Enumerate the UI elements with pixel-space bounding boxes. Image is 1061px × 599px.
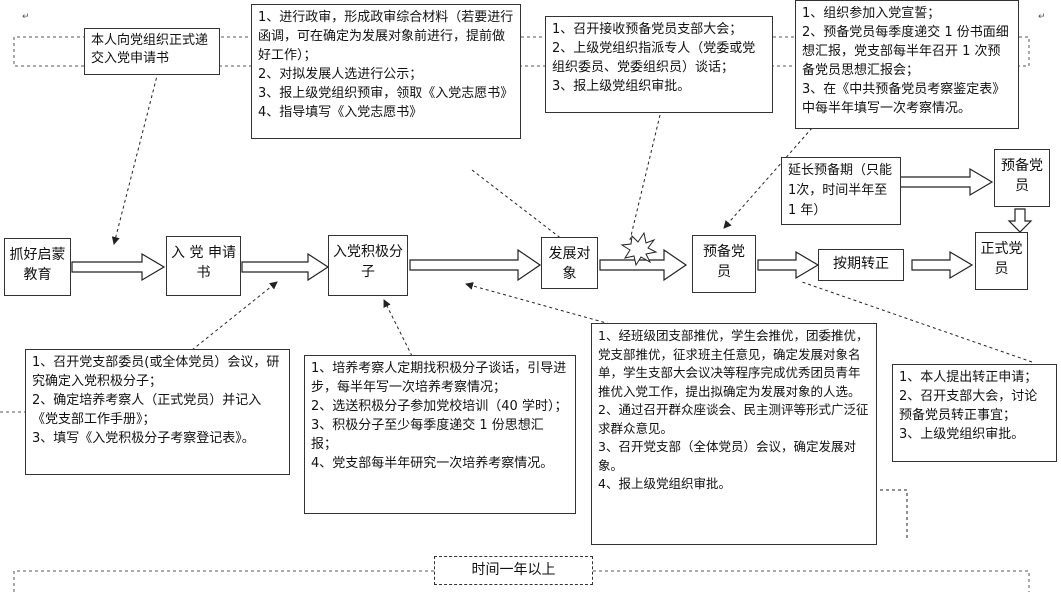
note-line: 4、党支部每半年研究一次培养考察情况。 — [311, 456, 554, 471]
node-enlightenment: 抓好启蒙教育 — [4, 238, 71, 296]
note-bottom-center: 1、经班级团支部推优，学生会推优，团委推优，党支部推优，征求班主任意见，确定发展… — [591, 323, 877, 545]
paragraph-mark: ↵ — [22, 12, 30, 22]
note-line: 1、进行政审，形成政审综合材料（若要进行函调，可在确定为发展对象前进行，提前做好… — [258, 10, 514, 63]
note-line: 3、报上级党组织预审，领取《入党志愿书》 — [258, 86, 514, 101]
node-probationary-member-2: 预备党员 — [994, 149, 1050, 207]
note-line: 1、培养考察人定期找积极分子谈话，引导进步，每半年写一次培养考察情况； — [311, 361, 567, 395]
note-bottom-mid: 1、培养考察人定期找积极分子谈话，引导进步，每半年写一次培养考察情况； 2、选送… — [304, 355, 576, 514]
note-line: 2、预备党员每季度递交 1 份书面细想汇报，党支部每半年召开 1 次预备党员思想… — [802, 25, 1009, 78]
note-line: 2、上级党组织指派专人（党委或党组织委员、党委组织员）谈话； — [552, 41, 756, 75]
note-line: 3、积极分子至少每季度递交 1 份思想汇报； — [311, 418, 544, 452]
node-on-time-regularization: 按期转正 — [818, 249, 904, 281]
note-line: 2、选送积极分子参加党校培训（40 学时）； — [311, 399, 568, 414]
note-line: 1、召开接收预备党员支部大会； — [552, 22, 743, 37]
node-extend-probation: 延长预备期（只能 1次，时间半年至 1 年） — [781, 157, 901, 225]
flow-arrow-4 — [599, 248, 688, 282]
note-line: 2、召开支部大会，讨论预备党员转正事宜； — [899, 389, 1038, 423]
note-line: 2、对拟发展人选进行公示； — [258, 67, 423, 82]
note-top-right: 1、组织参加入党宣誓； 2、预备党员每季度递交 1 份书面细想汇报，党支部每半年… — [795, 0, 1019, 129]
note-top-center: 1、召开接收预备党员支部大会； 2、上级党组织指派专人（党委或党组织委员、党委组… — [545, 16, 773, 113]
flow-arrow-6 — [911, 250, 974, 280]
flow-arrow-3 — [409, 248, 542, 282]
note-line: 3、在《中共预备党员考察鉴定表》中每半年填写一次考察情况。 — [802, 82, 1006, 116]
flow-arrow-1 — [71, 252, 166, 282]
node-probationary-member: 预备党员 — [692, 235, 756, 293]
connector-bottom-center — [465, 282, 611, 325]
note-line: 4、指导填写《入党志愿书》 — [258, 105, 423, 120]
flow-arrow-2 — [241, 252, 330, 282]
flow-arrow-down — [1007, 208, 1033, 233]
flow-arrow-7 — [899, 167, 994, 197]
node-development-target: 发展对象 — [541, 237, 598, 289]
paragraph-mark: ↵ — [1038, 12, 1046, 22]
note-bottom-left: 1、召开党支部委员(或全体党员）会议，研究确定入党积极分子； 2、确定培养考察人… — [25, 349, 290, 475]
node-activist: 入党积极分子 — [328, 235, 408, 296]
note-line: 1、召开党支部委员(或全体党员）会议，研究确定入党积极分子； — [32, 355, 280, 389]
note-line: 3、填写《入党积极分子考察登记表》。 — [32, 431, 255, 446]
connector-top-right — [723, 127, 813, 229]
node-full-member: 正式党员 — [975, 232, 1028, 290]
note-line: 1、本人提出转正申请； — [899, 370, 1038, 385]
note-line: 2、确定培养考察人（正式党员）并记入《党支部工作手册》； — [32, 393, 262, 427]
note-apply: 本人向党组织正式递交入党申请书 — [84, 28, 220, 75]
timeline-label: 时间一年以上 — [434, 556, 593, 585]
connector-bottom-right — [801, 281, 1033, 363]
flow-arrow-5 — [757, 250, 820, 280]
connector-top-center — [629, 114, 661, 241]
note-line: 1、组织参加入党宣誓； — [802, 6, 941, 21]
connector-bottom-mid — [383, 299, 413, 357]
connector-apply — [111, 71, 159, 245]
note-line: 4、报上级党组织审批。 — [598, 476, 731, 491]
note-line: 3、召开党支部（全体党员）会议，确定发展对象。 — [598, 439, 856, 473]
burst-shape — [620, 231, 658, 267]
note-bottom-right: 1、本人提出转正申请； 2、召开支部大会，讨论预备党员转正事宜； 3、上级党组织… — [892, 364, 1057, 462]
timeline-dashed-line — [13, 570, 1030, 592]
node-application: 入 党 申请书 — [166, 236, 241, 296]
note-line: 2、通过召开群众座谈会、民主测评等形式广泛征求群众意见。 — [598, 402, 869, 436]
note-line: 3、上级党组织审批。 — [899, 427, 1025, 442]
connector-bottom-left — [191, 281, 278, 351]
connector-timeline — [880, 489, 908, 540]
note-line: 1、经班级团支部推优，学生会推优，团委推优，党支部推优，征求班主任意见，确定发展… — [598, 328, 869, 399]
note-top-middle: 1、进行政审，形成政审综合材料（若要进行函调，可在确定为发展对象前进行，提前做好… — [251, 4, 521, 139]
note-line: 3、报上级党组织审批。 — [552, 79, 691, 94]
